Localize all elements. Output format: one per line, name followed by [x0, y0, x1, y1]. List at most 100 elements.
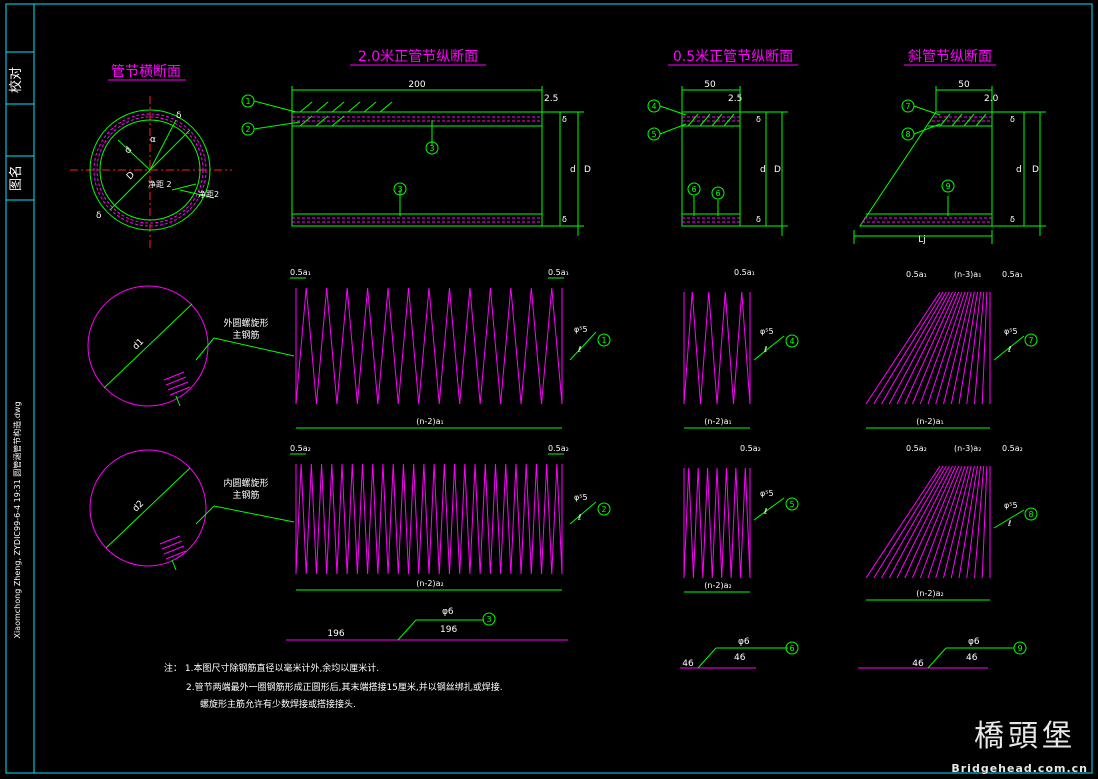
spiral-fan-line	[888, 465, 950, 579]
dim-50-a: 50	[704, 80, 716, 90]
long-section-05	[659, 86, 788, 236]
spiral-zigzag-inner-05	[683, 467, 751, 579]
outer-spiral-label-2: 主钢筋	[232, 329, 259, 341]
spiral-zigzag-outer-20	[295, 287, 563, 405]
file-stamp: Xiaomchong Zheng, ZYDIC99-6-4 19:31 圆管涵管…	[12, 401, 22, 638]
spiral-fan-line	[935, 465, 969, 579]
svg-text:ℓ: ℓ	[577, 345, 581, 354]
svg-text:3: 3	[486, 615, 491, 624]
cs-label-D: D	[125, 170, 137, 182]
spiral-fan-line	[873, 291, 944, 405]
dim-delta-20b: δ	[562, 215, 567, 224]
svg-text:0.5a₁: 0.5a₁	[734, 268, 755, 277]
spiral-bar-path	[683, 291, 751, 405]
spiral-fan-line	[958, 291, 978, 405]
svg-text:(n-2)a₂: (n-2)a₂	[916, 589, 943, 598]
title-skew: 斜管节纵断面	[908, 49, 992, 65]
spiral-fan-line	[935, 291, 969, 405]
spiral-fan-line	[912, 465, 960, 579]
bar-details	[286, 619, 1014, 669]
svg-text:φ⁵5: φ⁵5	[1004, 501, 1018, 510]
svg-text:9: 9	[1017, 644, 1022, 653]
svg-text:2: 2	[245, 125, 250, 134]
spiral-fan-line	[943, 291, 972, 405]
svg-text:46: 46	[966, 653, 978, 663]
svg-text:0.5a₂: 0.5a₂	[740, 444, 761, 453]
spiral-fan-line	[896, 291, 953, 405]
spiral-fan-line	[981, 291, 988, 405]
svg-text:0.5a₁: 0.5a₁	[548, 268, 569, 277]
cs-label-t1: δ	[176, 111, 182, 121]
svg-text:ℓ: ℓ	[1007, 519, 1011, 528]
spiral-fan-line	[881, 291, 947, 405]
cs-label-jingju1: 净距 2	[148, 179, 172, 189]
svg-text:4: 4	[789, 337, 794, 346]
inner-spiral-label-1: 内圆螺旋形	[223, 477, 268, 489]
svg-text:46: 46	[734, 653, 746, 663]
svg-text:9: 9	[945, 182, 950, 191]
svg-text:0.5a₂: 0.5a₂	[906, 444, 927, 453]
cross-section-view	[70, 96, 232, 250]
spiral-fan-line	[958, 465, 978, 579]
drawing-frame	[5, 3, 1093, 774]
svg-text:0.5a₂: 0.5a₂	[548, 444, 569, 453]
spiral-zigzag-outer-05	[683, 291, 751, 405]
spiral-fan-line	[974, 291, 985, 405]
svg-text:φ⁵5: φ⁵5	[760, 327, 774, 336]
cs-label-alpha: α	[150, 135, 156, 145]
spiral-bar-path	[683, 467, 751, 579]
svg-text:0.5a₂: 0.5a₂	[1002, 444, 1023, 453]
svg-text:φ6: φ6	[968, 637, 980, 647]
dim-D-skew: D	[1032, 165, 1039, 175]
inner-spiral-label-2: 主钢筋	[232, 489, 259, 501]
spiral-zigzag-inner-20	[295, 463, 563, 575]
note-line-3: 螺旋形主筋允许有少数焊接或搭接接头.	[200, 698, 356, 710]
dim-d-20: d	[570, 165, 576, 175]
svg-text:φ6: φ6	[738, 637, 750, 647]
note-line-1: 注： 1.本图尺寸除钢筋直径以毫米计外,余均以厘米计.	[164, 662, 379, 674]
spiral-fan-line	[966, 465, 982, 579]
svg-text:1: 1	[601, 336, 606, 345]
spiral-fan-line	[881, 465, 947, 579]
svg-text:0.5a₁: 0.5a₁	[290, 268, 311, 277]
spiral-fan-line	[865, 291, 941, 405]
item-markers	[241, 94, 1038, 655]
svg-text:3: 3	[397, 185, 402, 194]
cs-label-jingju2: 净距2	[198, 189, 219, 199]
dim-d-05: d	[760, 165, 766, 175]
spiral-dim-labels: 0.5a₁ 0.5a₁ 0.5a₂ 0.5a₂ (n-2)a₁ (n-2)a₂ …	[290, 268, 1023, 598]
dim-delta-05b: δ	[756, 215, 761, 224]
svg-text:0.5a₁: 0.5a₁	[1002, 270, 1023, 279]
dim-50-b: 50	[958, 80, 970, 90]
side-label-check: 校对	[8, 67, 24, 93]
svg-text:46: 46	[912, 659, 924, 669]
svg-text:7: 7	[1028, 336, 1033, 345]
svg-text:(n-2)a₁: (n-2)a₁	[916, 417, 943, 426]
dim-2-5-a: 2.5	[544, 94, 558, 104]
dim-Lj: Lj	[918, 235, 926, 245]
dim-delta-05a: δ	[756, 115, 761, 124]
svg-text:(n-2)a₂: (n-2)a₂	[416, 579, 443, 588]
spiral-fan-line	[919, 465, 963, 579]
svg-text:6: 6	[715, 189, 720, 198]
title-long-20: 2.0米正管节纵断面	[358, 49, 478, 65]
svg-text:6: 6	[691, 185, 696, 194]
dim-d-skew: d	[1016, 165, 1022, 175]
spiral-circles	[87, 285, 295, 571]
dim-delta-skew-a: δ	[1010, 115, 1015, 124]
svg-text:8: 8	[905, 130, 910, 139]
svg-text:ℓ: ℓ	[763, 345, 767, 354]
svg-text:φ⁵5: φ⁵5	[574, 325, 588, 334]
svg-text:(n-2)a₁: (n-2)a₁	[704, 417, 731, 426]
title-cross-section: 管节横断面	[111, 64, 181, 80]
svg-text:φ⁵5: φ⁵5	[574, 493, 588, 502]
svg-text:φ⁵5: φ⁵5	[760, 489, 774, 498]
bar-labels: φ6 196 196 φ6 46 46 φ6 46 46	[327, 607, 980, 669]
spiral-fan-line	[981, 465, 988, 579]
svg-text:196: 196	[440, 625, 457, 635]
dim-delta-20a: δ	[562, 115, 567, 124]
svg-text:(n-2)a₁: (n-2)a₁	[416, 417, 443, 426]
svg-text:φ⁵5: φ⁵5	[1004, 327, 1018, 336]
svg-text:46: 46	[682, 659, 694, 669]
